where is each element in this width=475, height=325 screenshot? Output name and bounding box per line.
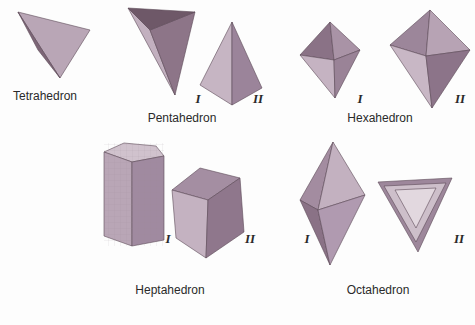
polyhedron-name: Hexahedron: [347, 112, 412, 124]
variant-number: I: [357, 92, 362, 105]
variant-number: I: [165, 232, 170, 245]
polyhedron-name: Heptahedron: [135, 284, 204, 296]
variant-number: II: [253, 92, 263, 105]
polyhedron-name: Octahedron: [347, 284, 410, 296]
variant-number: I: [304, 232, 309, 245]
variant-number: II: [245, 232, 255, 245]
variant-number: II: [455, 92, 465, 105]
variant-number: II: [454, 232, 464, 245]
variant-number: I: [195, 92, 200, 105]
polyhedron-name: Tetrahedron: [13, 90, 77, 102]
polyhedron-name: Pentahedron: [148, 112, 217, 124]
